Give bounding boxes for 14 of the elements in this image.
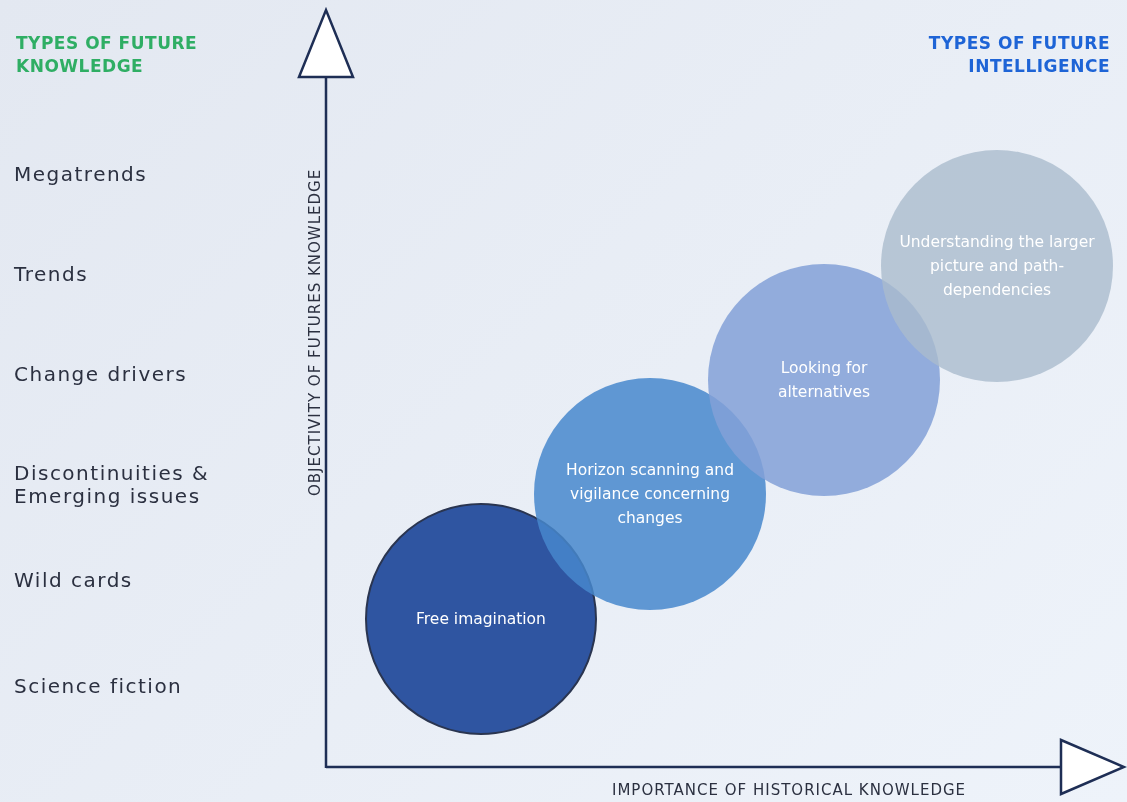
knowledge-type: Science fiction [14, 674, 184, 698]
knowledge-type: Discontinuities & Emerging issues [14, 462, 211, 508]
knowledge-type: Change drivers [14, 362, 189, 386]
axis-title: OBJECTIVITY OF FUTURES KNOWLEDGE [306, 167, 324, 496]
knowledge-type: Megatrends [14, 162, 149, 186]
axis-title: IMPORTANCE OF HISTORICAL KNOWLEDGE [612, 781, 968, 799]
knowledge-type: Wild cards [14, 568, 134, 592]
column-heading: TYPES OF FUTURE INTELLIGENCE [927, 32, 1110, 78]
circle-text: Understanding the larger picture and path-dependencies [898, 232, 1096, 301]
circle-text: Horizon scanning and vigilance concerning changes [565, 460, 735, 529]
knowledge-type: Trends [14, 262, 90, 286]
circle-text: Free imagination [416, 609, 546, 630]
column-heading: TYPES OF FUTURE KNOWLEDGE [16, 32, 199, 78]
circle-text: Looking for alternatives [777, 358, 871, 403]
